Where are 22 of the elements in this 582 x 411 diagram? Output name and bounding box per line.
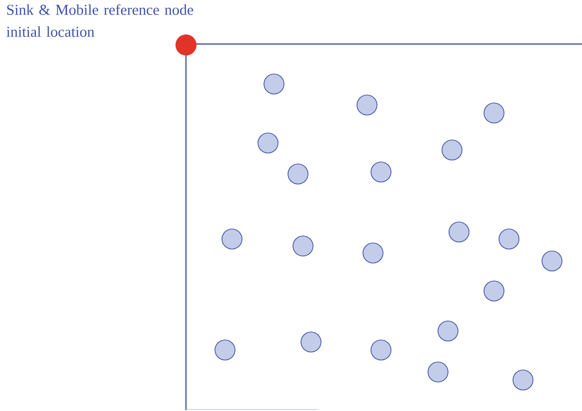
sensor-node <box>264 74 284 94</box>
sensor-node <box>300 332 322 352</box>
sensor-node <box>362 242 384 264</box>
sensor-node <box>484 102 504 124</box>
sensor-node <box>214 340 236 360</box>
sensor-node <box>370 340 392 360</box>
sensor-node <box>498 228 520 250</box>
sensor-node <box>428 362 448 382</box>
sensor-node <box>542 250 562 272</box>
sensor-node <box>512 370 534 390</box>
sensor-node <box>258 132 278 154</box>
sensor-node <box>288 164 308 184</box>
sensor-node <box>448 222 470 242</box>
node-caption: Sink & Mobile reference node initial location <box>6 4 194 37</box>
sensor-node <box>356 94 378 116</box>
sink-node <box>176 34 196 56</box>
sensor-node <box>222 228 242 250</box>
sensor-node <box>442 140 462 160</box>
sensor-node <box>484 280 504 302</box>
sensor-node <box>370 162 392 182</box>
sensor-node <box>438 320 458 342</box>
sensor-node <box>292 236 314 256</box>
